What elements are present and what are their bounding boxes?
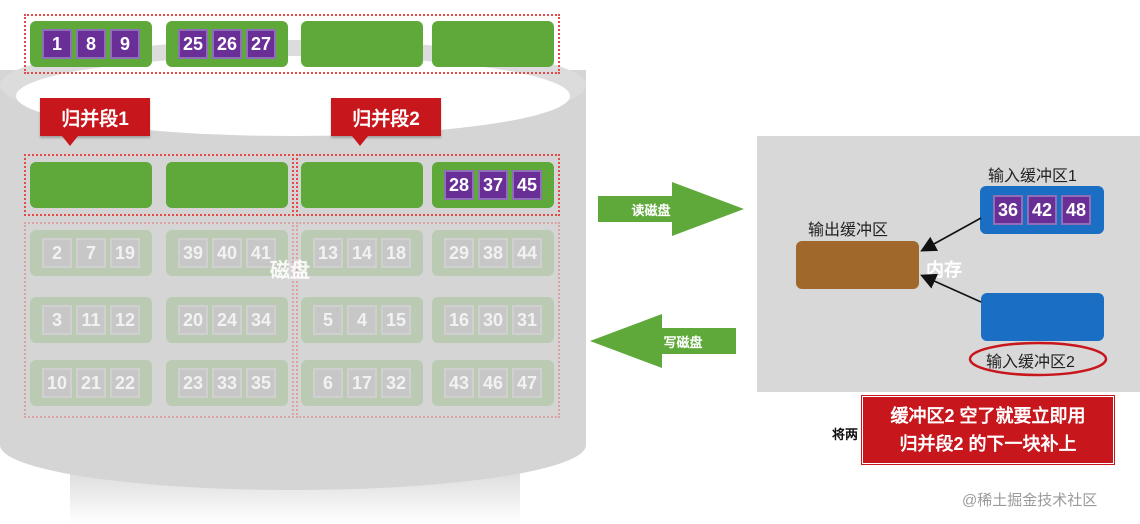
faded-block: 23 33 35 — [166, 360, 288, 406]
input-buffer-2 — [981, 293, 1104, 341]
segment-2-outline — [296, 154, 560, 216]
annotation-note: 缓冲区2 空了就要立即用 归并段2 的下一块补上 — [861, 395, 1115, 465]
disk-label: 磁盘 — [270, 258, 310, 282]
record-cell: 2 — [42, 238, 72, 268]
record-cell: 28 — [444, 170, 474, 200]
record-cell: 33 — [212, 368, 242, 398]
annotation-note-line-1: 缓冲区2 空了就要立即用 — [890, 406, 1086, 426]
record-cell: 29 — [444, 238, 474, 268]
record-cell: 13 — [313, 238, 343, 268]
input-buffer-1: 36 42 48 — [980, 186, 1104, 234]
segment-1-label-pointer — [62, 136, 78, 146]
record-cell: 11 — [76, 305, 106, 335]
record-cell: 17 — [347, 368, 377, 398]
watermark: @稀土掘金技术社区 — [962, 492, 1098, 509]
faded-block: 43 46 47 — [432, 360, 554, 406]
buffer-connector-arrows — [920, 217, 1108, 377]
segment-1-outline — [24, 154, 294, 216]
input-buffer-2-label: 输入缓冲区2 — [986, 354, 1075, 371]
faded-block: 6 17 32 — [301, 360, 423, 406]
record-cell: 41 — [246, 238, 276, 268]
record-cell: 20 — [178, 305, 208, 335]
faded-block: 13 14 18 — [301, 230, 423, 276]
write-disk-arrow — [590, 314, 736, 368]
record-cell: 16 — [444, 305, 474, 335]
top-block-2: 25 26 27 — [166, 21, 288, 67]
record-cell: 9 — [110, 29, 140, 59]
active-block-2 — [166, 162, 288, 208]
record-cell: 31 — [512, 305, 542, 335]
record-cell: 10 — [42, 368, 72, 398]
record-cell: 1 — [42, 29, 72, 59]
record-cell: 43 — [444, 368, 474, 398]
record-cell: 45 — [512, 170, 542, 200]
output-buffer-label: 输出缓冲区 — [808, 222, 889, 239]
faded-block: 10 21 22 — [30, 360, 152, 406]
faded-block: 3 11 12 — [30, 297, 152, 343]
record-cell: 46 — [478, 368, 508, 398]
record-cell: 23 — [178, 368, 208, 398]
disk-cylinder — [0, 70, 586, 490]
record-cell: 21 — [76, 368, 106, 398]
output-buffer — [796, 241, 919, 289]
active-block-4: 28 37 45 — [432, 162, 554, 208]
record-cell: 24 — [212, 305, 242, 335]
disk-bottom-fade — [70, 460, 520, 524]
read-disk-label: 读磁盘 — [631, 203, 671, 219]
record-cell: 4 — [347, 305, 377, 335]
top-row-outline — [24, 14, 560, 74]
record-cell: 12 — [110, 305, 140, 335]
record-cell: 8 — [76, 29, 106, 59]
record-cell: 22 — [110, 368, 140, 398]
faded-block: 29 38 44 — [432, 230, 554, 276]
record-cell: 42 — [1027, 195, 1057, 225]
record-cell: 25 — [178, 29, 208, 59]
segment-2-label: 归并段2 — [331, 98, 441, 136]
segment-2-label-pointer — [352, 136, 368, 146]
segment-2-faded-outline — [296, 222, 560, 418]
caption-fragment: 将两 — [832, 428, 859, 443]
record-cell: 26 — [212, 29, 242, 59]
top-block-4 — [432, 21, 554, 67]
record-cell: 30 — [478, 305, 508, 335]
record-cell: 34 — [246, 305, 276, 335]
active-block-1 — [30, 162, 152, 208]
record-cell: 19 — [110, 238, 140, 268]
record-cell: 36 — [993, 195, 1023, 225]
record-cell: 27 — [246, 29, 276, 59]
record-cell: 18 — [381, 238, 411, 268]
annotation-note-line-2: 归并段2 的下一块补上 — [899, 434, 1077, 454]
record-cell: 40 — [212, 238, 242, 268]
record-cell: 44 — [512, 238, 542, 268]
record-cell: 38 — [478, 238, 508, 268]
top-block-3 — [301, 21, 423, 67]
record-cell: 7 — [76, 238, 106, 268]
faded-block: 2 7 19 — [30, 230, 152, 276]
record-cell: 32 — [381, 368, 411, 398]
record-cell: 35 — [246, 368, 276, 398]
faded-block: 39 40 41 — [166, 230, 288, 276]
input-buffer-1-label: 输入缓冲区1 — [988, 168, 1077, 185]
faded-block: 16 30 31 — [432, 297, 554, 343]
faded-block: 20 24 34 — [166, 297, 288, 343]
write-disk-label: 写磁盘 — [663, 335, 703, 351]
segment-1-label: 归并段1 — [40, 98, 150, 136]
record-cell: 5 — [313, 305, 343, 335]
segment-1-faded-outline — [24, 222, 294, 418]
record-cell: 14 — [347, 238, 377, 268]
record-cell: 37 — [478, 170, 508, 200]
faded-block: 5 4 15 — [301, 297, 423, 343]
record-cell: 6 — [313, 368, 343, 398]
record-cell: 15 — [381, 305, 411, 335]
record-cell: 39 — [178, 238, 208, 268]
top-block-1: 1 8 9 — [30, 21, 152, 67]
read-disk-arrow — [598, 182, 744, 236]
record-cell: 3 — [42, 305, 72, 335]
active-block-3 — [301, 162, 423, 208]
record-cell: 47 — [512, 368, 542, 398]
record-cell: 48 — [1061, 195, 1091, 225]
